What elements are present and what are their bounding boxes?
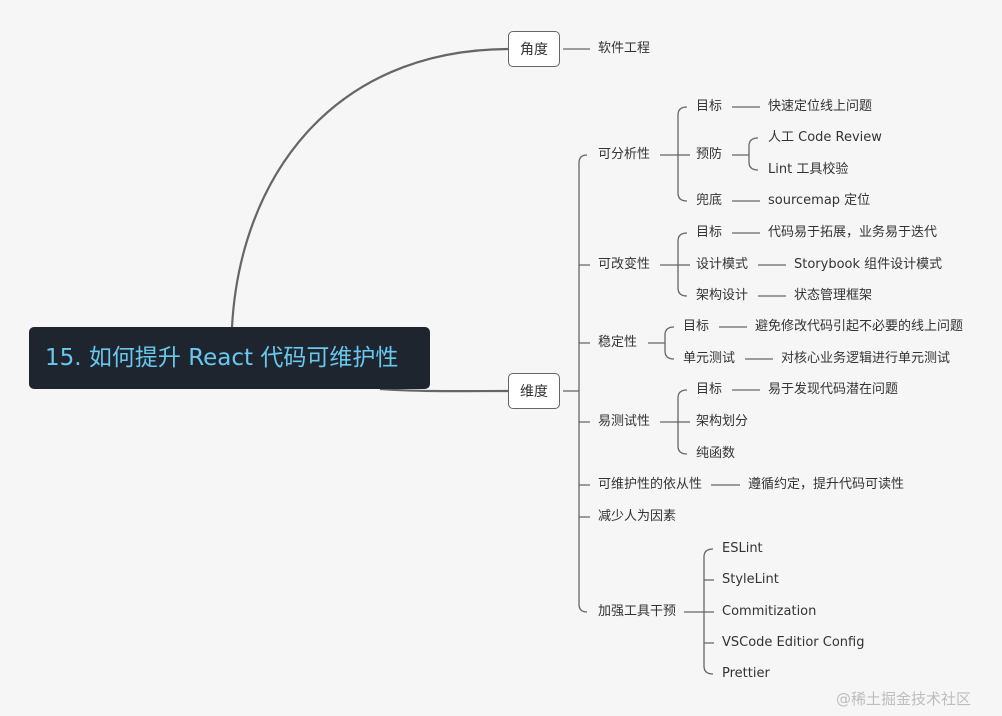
watermark: @稀土掘金技术社区 [836,690,972,708]
topic-tools[interactable]: 加强工具干预 [598,604,677,619]
analyzability-fallback-label[interactable]: 兜底 [696,193,723,208]
changeability-target-label[interactable]: 目标 [696,225,723,240]
testability-item-pure-function[interactable]: 纯函数 [696,446,736,461]
testability-target-label[interactable]: 目标 [696,382,723,397]
changeability-design-label[interactable]: 设计模式 [696,257,749,272]
testability-item-architecture[interactable]: 架构划分 [696,414,749,429]
analyzability-prevent-label[interactable]: 预防 [696,147,723,162]
prevent-item-code-review[interactable]: 人工 Code Review [768,130,882,145]
topic-reduce-human-factors[interactable]: 减少人为因素 [598,509,677,524]
analyzability-target-value[interactable]: 快速定位线上问题 [768,99,873,114]
prevent-item-lint[interactable]: Lint 工具校验 [768,162,849,177]
changeability-design-value[interactable]: Storybook 组件设计模式 [794,257,943,272]
tool-stylelint[interactable]: StyleLint [722,572,779,587]
tool-commitization[interactable]: Commitization [722,604,817,619]
stability-unit-label[interactable]: 单元测试 [683,351,736,366]
analyzability-fallback-value[interactable]: sourcemap 定位 [768,193,871,208]
tool-vscode-config[interactable]: VSCode Editior Config [722,635,865,650]
topic-testability[interactable]: 易测试性 [598,414,651,429]
tool-eslint[interactable]: ESLint [722,541,763,556]
tool-prettier[interactable]: Prettier [722,666,770,681]
testability-target-value[interactable]: 易于发现代码潜在问题 [768,382,899,397]
topic-analyzability[interactable]: 可分析性 [598,147,651,162]
stability-unit-value[interactable]: 对核心业务逻辑进行单元测试 [781,351,951,366]
compliance-value[interactable]: 遵循约定，提升代码可读性 [748,477,905,492]
changeability-target-value[interactable]: 代码易于拓展，业务易于迭代 [768,225,938,240]
topic-compliance[interactable]: 可维护性的依从性 [598,477,703,492]
topic-stability[interactable]: 稳定性 [598,335,638,350]
branch-dimension[interactable]: 维度 [508,373,560,409]
topic-changeability[interactable]: 可改变性 [598,257,651,272]
topic-software-engineering[interactable]: 软件工程 [598,41,651,56]
stability-target-label[interactable]: 目标 [683,319,710,334]
stability-target-value[interactable]: 避免修改代码引起不必要的线上问题 [755,319,964,334]
changeability-arch-value[interactable]: 状态管理框架 [794,288,873,303]
changeability-arch-label[interactable]: 架构设计 [696,288,749,303]
branch-angle[interactable]: 角度 [508,31,560,67]
analyzability-target-label[interactable]: 目标 [696,99,723,114]
root-topic[interactable]: 15. 如何提升 React 代码可维护性 [29,327,430,389]
